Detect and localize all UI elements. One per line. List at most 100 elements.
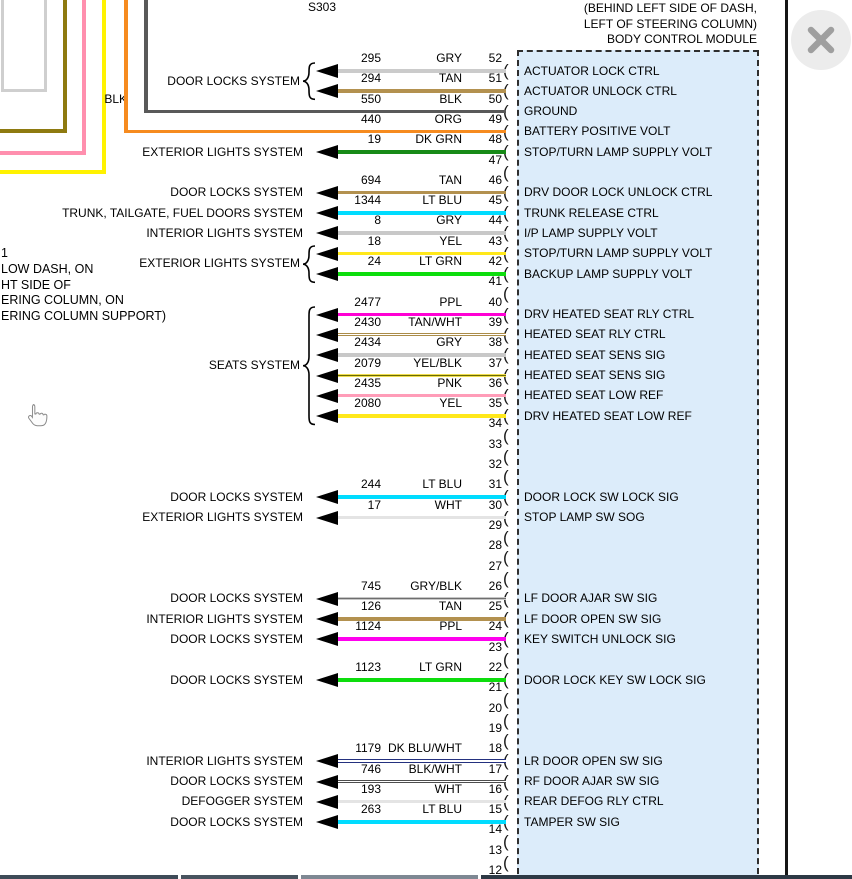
circuit-number: 24 (367, 254, 381, 268)
pin-number: 47 (488, 152, 502, 167)
circuit-number: 550 (360, 91, 381, 106)
wire-arrow-icon (316, 591, 338, 606)
group-brace (302, 305, 316, 425)
pin-bracket: ( (503, 731, 509, 751)
wire-color-code: PPL (439, 294, 462, 309)
pin-number: 22 (488, 660, 502, 674)
pin-number: 19 (488, 720, 502, 735)
system-label: DOOR LOCKS SYSTEM (170, 631, 303, 646)
pin-bracket: ( (503, 467, 509, 487)
wire-riser (144, 0, 148, 114)
pin-number: 17 (488, 761, 502, 776)
group-system-label: EXTERIOR LIGHTS SYSTEM (139, 256, 300, 271)
left-partial-note: 1 LOW DASH, ON HT SIDE OF ERING COLUMN, … (1, 246, 167, 324)
pin-label: DOOR LOCK SW LOCK SIG (524, 489, 679, 504)
pin-label: ACTUATOR UNLOCK CTRL (524, 83, 677, 98)
wire-color-code: ORG (434, 111, 462, 126)
circuit-number: 18 (367, 233, 381, 248)
wire-arrow-icon (316, 327, 338, 342)
wire-color-code: BLK/WHT (408, 761, 462, 776)
pin-bracket: ( (503, 528, 509, 548)
wire-segment (338, 272, 506, 276)
group-system-label: DOOR LOCKS SYSTEM (167, 73, 300, 88)
wire-segment (338, 332, 506, 337)
wire-segment (338, 495, 506, 499)
pink-wire (82, 0, 86, 155)
wire-arrow-icon (316, 206, 338, 221)
wire-segment (338, 373, 506, 377)
pin-label: TRUNK RELEASE CTRL (524, 205, 659, 220)
pin-number: 15 (488, 802, 502, 817)
circuit-number: 193 (360, 781, 381, 796)
wire-color-code: BLK (439, 91, 462, 106)
pin-label: HEATED SEAT LOW REF (524, 388, 664, 403)
yellow-wire (102, 0, 106, 174)
wire-segment (338, 393, 506, 398)
wire-segment (338, 69, 506, 73)
pin-label: STOP/TURN LAMP SUPPLY VOLT (524, 144, 713, 159)
pin-label: KEY SWITCH UNLOCK SIG (524, 631, 676, 646)
pin-number: 18 (488, 741, 502, 756)
circuit-number: 244 (360, 477, 381, 492)
pin-number: 24 (488, 619, 502, 634)
close-button[interactable] (791, 10, 851, 70)
wire-arrow-icon (316, 388, 338, 403)
wire-segment (338, 251, 506, 256)
pin-bracket: ( (503, 832, 509, 852)
wire-color-code: YEL/BLK (413, 355, 462, 370)
circuit-number: 8 (374, 213, 381, 228)
circuit-number: 2079 (354, 355, 381, 370)
pin-number: 27 (488, 558, 502, 573)
circuit-number: 2435 (354, 375, 381, 390)
system-label: DOOR LOCKS SYSTEM (170, 591, 303, 606)
pin-bracket: ( (503, 649, 509, 669)
wire-segment (338, 515, 506, 520)
circuit-number: 1179 (355, 741, 381, 756)
white-loop-wire (1, 0, 4, 92)
pin-label: ACTUATOR LOCK CTRL (524, 63, 660, 78)
pin-bracket: ( (503, 426, 509, 446)
wire-color-code: TAN (438, 599, 462, 614)
pin-number: 39 (488, 314, 502, 329)
pin-label: I/P LAMP SUPPLY VOLT (524, 225, 658, 240)
system-label: DOOR LOCKS SYSTEM (170, 489, 303, 504)
wire-arrow-icon (316, 409, 338, 424)
pin-label: STOP/TURN LAMP SUPPLY VOLT (524, 246, 713, 261)
pin-number: 26 (488, 578, 502, 593)
pin-label: DRV DOOR LOCK UNLOCK CTRL (524, 185, 713, 200)
wire-arrow-icon (316, 510, 338, 525)
pin-bracket: ( (503, 284, 509, 304)
pin-number: 20 (488, 700, 502, 715)
wire-segment (338, 637, 506, 641)
system-label: INTERIOR LIGHTS SYSTEM (146, 225, 303, 240)
circuit-number: 1123 (355, 660, 381, 674)
group-brace (302, 62, 316, 101)
pin-label: DRV HEATED SEAT LOW REF (524, 408, 692, 423)
wire-color-code: GRY (436, 335, 462, 350)
wire-color-code: LT BLU (422, 193, 462, 208)
pin-number: 46 (488, 172, 502, 187)
pin-number: 49 (488, 111, 502, 126)
group-system-label: SEATS SYSTEM (208, 357, 300, 372)
wire-color-code: TAN (438, 71, 462, 86)
wire-color-code: TAN (438, 172, 462, 187)
body-control-module-box (517, 50, 759, 879)
pin-label: HEATED SEAT RLY CTRL (524, 327, 666, 342)
system-label: DOOR LOCKS SYSTEM (170, 814, 303, 829)
pin-label: LR DOOR OPEN SW SIG (524, 753, 663, 768)
circuit-number: 745 (360, 578, 381, 593)
wire-arrow-icon (316, 612, 338, 627)
pin-number: 31 (488, 477, 502, 492)
pin-number: 50 (488, 91, 502, 106)
circuit-number: 294 (360, 71, 381, 86)
pin-number: 35 (488, 396, 502, 411)
wire-arrow-icon (316, 185, 338, 200)
pin-number: 40 (488, 294, 502, 309)
circuit-number: 19 (367, 132, 381, 147)
circuit-number: 2080 (354, 396, 381, 411)
pin-bracket: ( (503, 446, 509, 466)
hand-pointer-cursor-icon (28, 404, 48, 427)
system-label: DOOR LOCKS SYSTEM (170, 672, 303, 687)
wire-arrow-icon (316, 815, 338, 830)
group-brace (302, 244, 316, 283)
